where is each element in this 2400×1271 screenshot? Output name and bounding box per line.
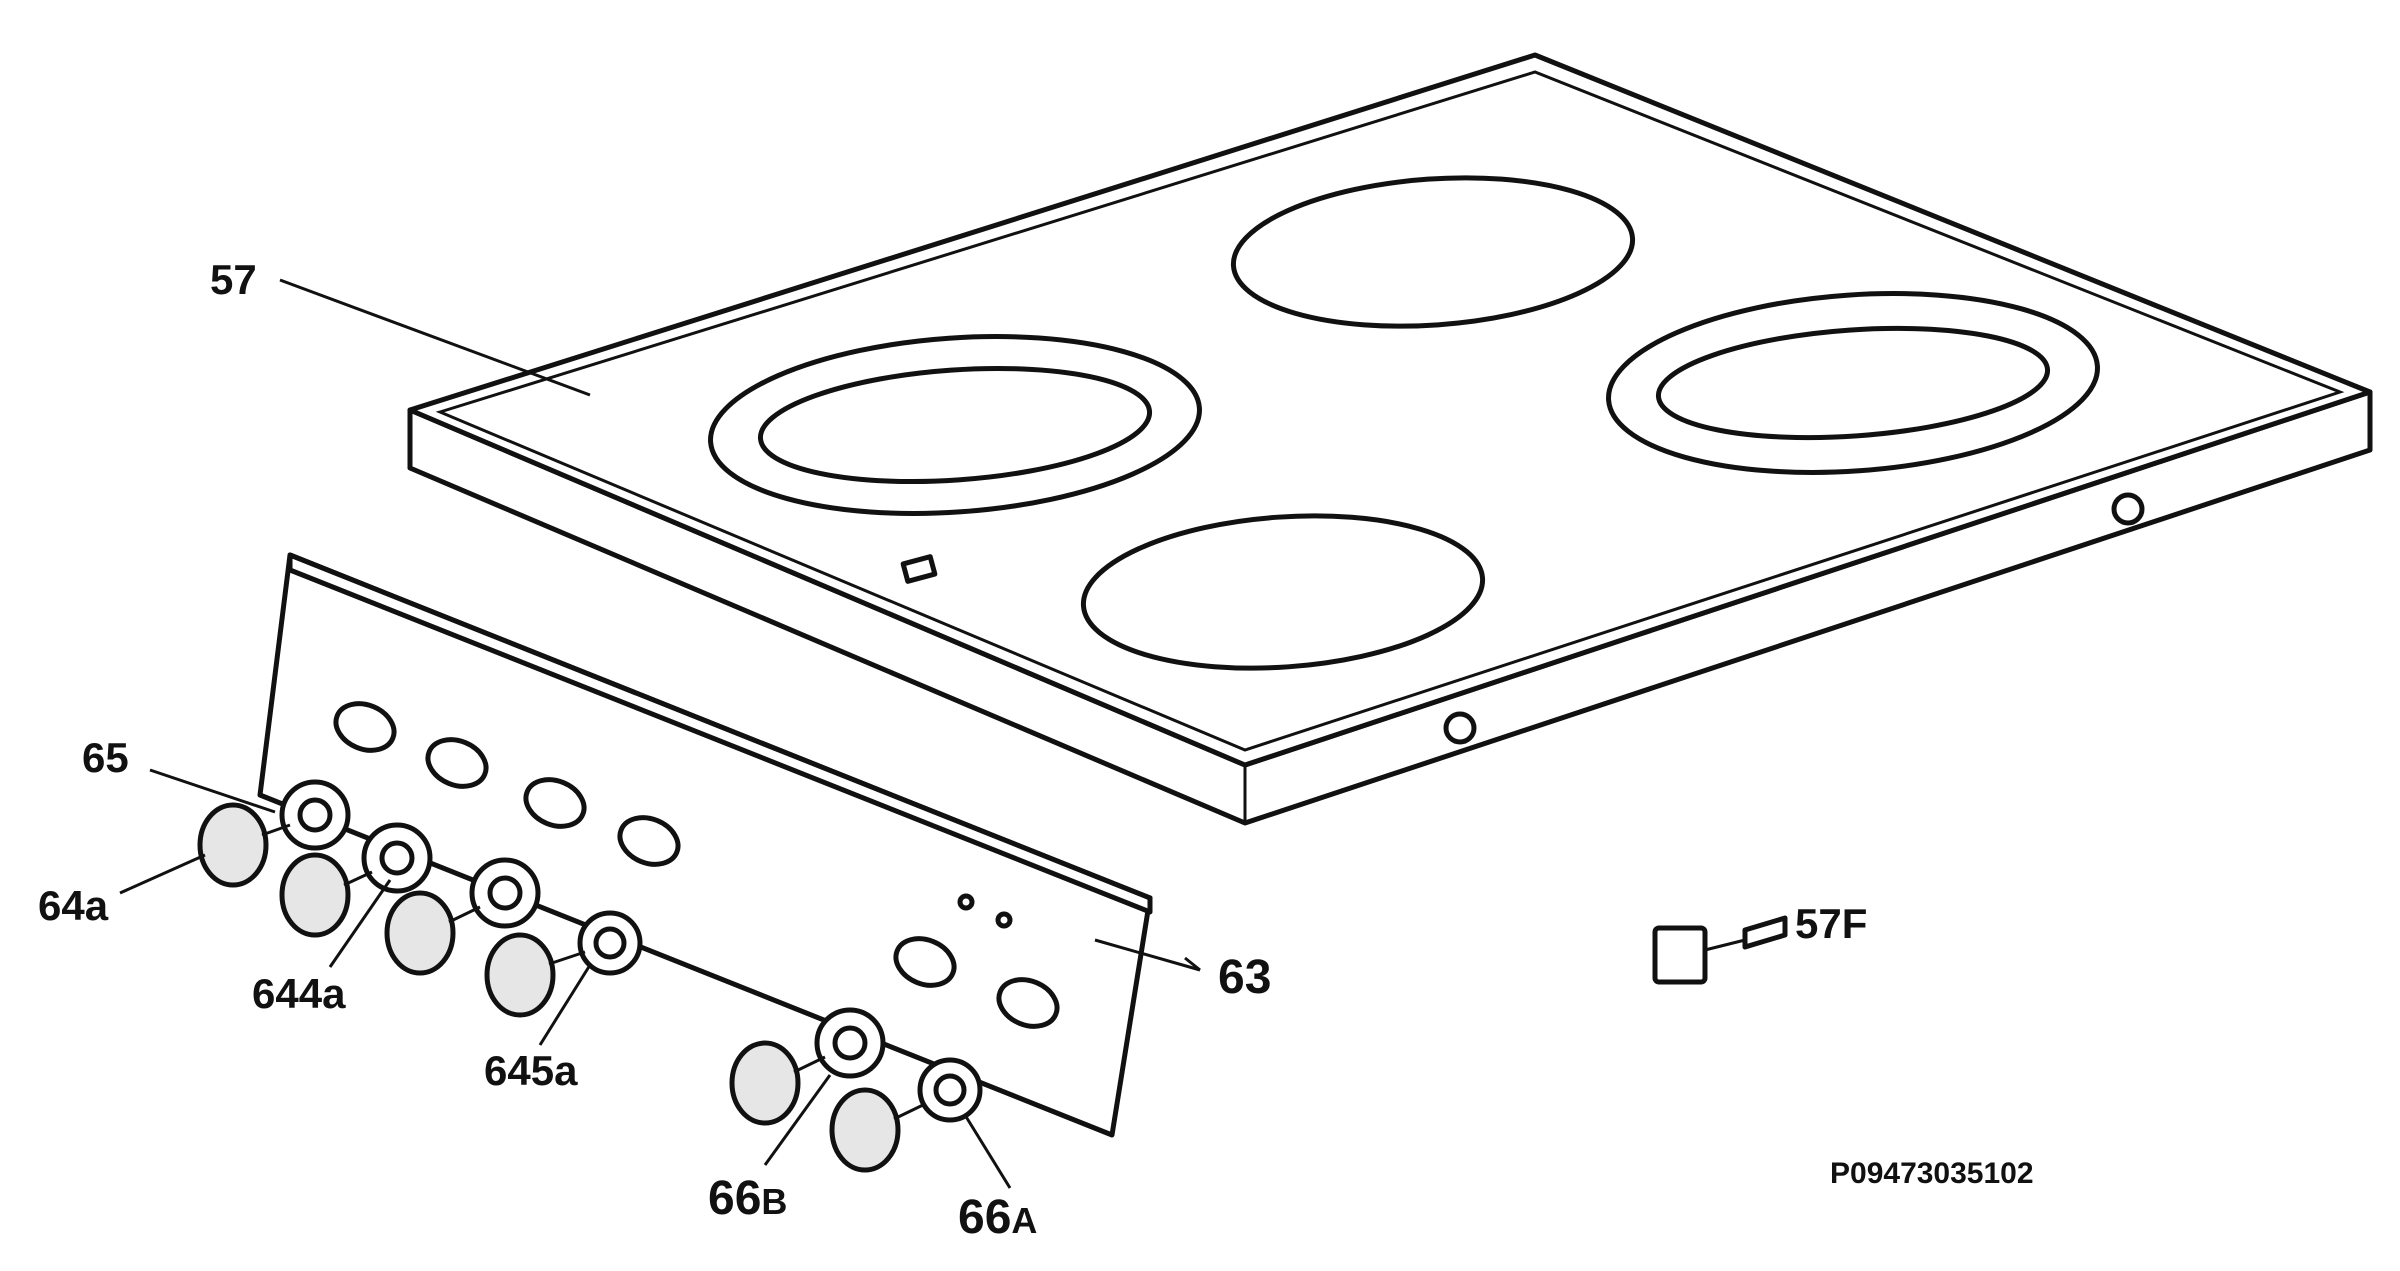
knob-assembly-4	[484, 910, 643, 1018]
label-645a: 645a	[484, 1047, 578, 1094]
label-66a-number: 66	[958, 1191, 1011, 1244]
hob-top-surface	[407, 52, 2373, 768]
hotplate-front-right	[1080, 513, 1486, 671]
label-63: 63	[1218, 951, 1271, 1004]
hob-screw-front	[1443, 711, 1477, 745]
clip-tab	[1742, 915, 1788, 950]
label-644a: 644a	[252, 970, 346, 1017]
label-57: 57	[210, 256, 257, 303]
control-panel-switch-holes	[333, 701, 1060, 1029]
hob-screw-side	[2111, 492, 2145, 526]
control-panel	[257, 552, 1153, 1138]
knob-3	[384, 890, 456, 976]
hotplate-front-left-inner	[757, 365, 1153, 485]
knob-6	[829, 1087, 901, 1173]
label-66a: 66A	[958, 1191, 1037, 1244]
label-66b-letter: B	[761, 1181, 787, 1222]
knob-assembly-5	[729, 1007, 886, 1126]
hob-indicator-window	[900, 554, 938, 584]
indicator-lamp-2	[995, 911, 1013, 929]
knob-assembly-2	[279, 822, 433, 938]
knob-2	[279, 852, 351, 938]
control-panel-top-lip	[287, 552, 1153, 915]
knob-4	[484, 932, 556, 1018]
connector-clip-icon	[1652, 915, 1788, 985]
knob-1	[197, 802, 269, 888]
label-66b: 66B	[708, 1172, 787, 1225]
label-57f: 57F	[1795, 900, 1867, 947]
hotplate-back-right-inner	[1655, 325, 2051, 441]
clip-body	[1652, 925, 1708, 985]
knob-5	[729, 1040, 801, 1126]
leader-lines	[119, 278, 1201, 1189]
label-66b-number: 66	[708, 1172, 761, 1225]
label-66a-letter: A	[1011, 1200, 1037, 1241]
label-65: 65	[82, 734, 129, 781]
indicator-lamp-1	[957, 893, 975, 911]
knob-assembly-6	[829, 1057, 983, 1173]
knob-assembly-1	[197, 779, 351, 888]
knob-assembly-3	[384, 857, 541, 976]
drawing-code: P09473035102	[1830, 1157, 2034, 1190]
label-64a: 64a	[38, 882, 109, 929]
hob-cooktop	[407, 52, 2373, 826]
hotplate-back-left	[1230, 175, 1636, 329]
